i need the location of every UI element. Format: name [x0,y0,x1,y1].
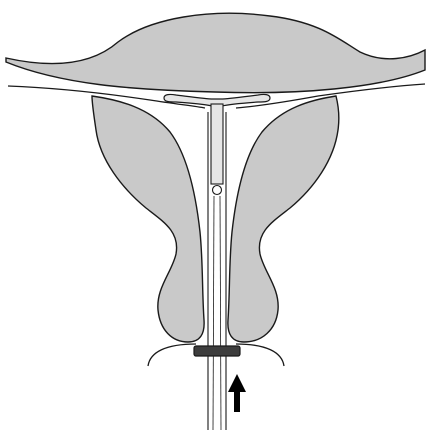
iud-stem [211,104,223,184]
iud-ring [213,186,222,195]
depth-flange [194,346,240,356]
arrow-shaft [234,390,240,412]
